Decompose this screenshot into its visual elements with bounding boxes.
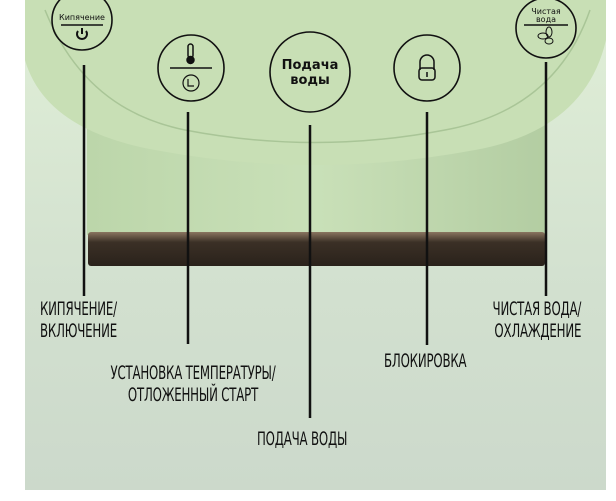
callout-temperature-line1: УСТАНОВКА ТЕМПЕРАТУРЫ/	[110, 362, 276, 384]
temperature-button[interactable]	[157, 34, 225, 102]
clean-button-label-2: вода	[536, 15, 556, 24]
callout-boil-line1: КИПЯЧЕНИЕ/	[40, 298, 117, 320]
water-button-label-1: Подача	[282, 58, 339, 73]
fan-icon	[537, 26, 554, 45]
callout-clean: ЧИСТАЯ ВОДА/ ОХЛАЖДЕНИЕ	[482, 298, 582, 342]
boil-button[interactable]	[51, 0, 113, 51]
boil-button-label: Кипячение	[59, 13, 105, 22]
clean-button-label-1: Чистая	[531, 7, 561, 16]
callout-lines	[82, 62, 548, 418]
callout-boil: КИПЯЧЕНИЕ/ ВКЛЮЧЕНИЕ	[40, 298, 117, 342]
control-panel-body	[25, 0, 606, 165]
clock-icon	[182, 74, 200, 92]
callout-temperature-line2: ОТЛОЖЕННЫЙ СТАРТ	[127, 384, 259, 406]
callout-clean-line1: ЧИСТАЯ ВОДА/	[492, 298, 582, 320]
power-icon	[76, 28, 88, 40]
product-panel: Кипячение Подача воды Чистая вода	[25, 0, 606, 490]
callout-water: ПОДАЧА ВОДЫ	[257, 428, 347, 450]
callout-water-line1: ПОДАЧА ВОДЫ	[257, 428, 348, 450]
lock-button[interactable]	[393, 34, 461, 102]
callout-lock: БЛОКИРОВКА	[384, 350, 467, 372]
appliance-illustration: Кипячение Подача воды Чистая вода	[25, 0, 606, 418]
clean-water-button[interactable]	[515, 0, 577, 59]
callout-boil-line2: ВКЛЮЧЕНИЕ	[40, 320, 117, 342]
lock-icon	[418, 54, 436, 81]
thermometer-icon	[186, 43, 195, 65]
water-button-label-2: воды	[290, 73, 329, 88]
callout-temperature: УСТАНОВКА ТЕМПЕРАТУРЫ/ ОТЛОЖЕННЫЙ СТАРТ	[100, 362, 286, 406]
callout-clean-line2: ОХЛАЖДЕНИЕ	[494, 320, 582, 342]
callout-lock-line1: БЛОКИРОВКА	[384, 350, 467, 372]
water-button[interactable]	[269, 31, 351, 113]
bronze-strip	[88, 232, 545, 266]
